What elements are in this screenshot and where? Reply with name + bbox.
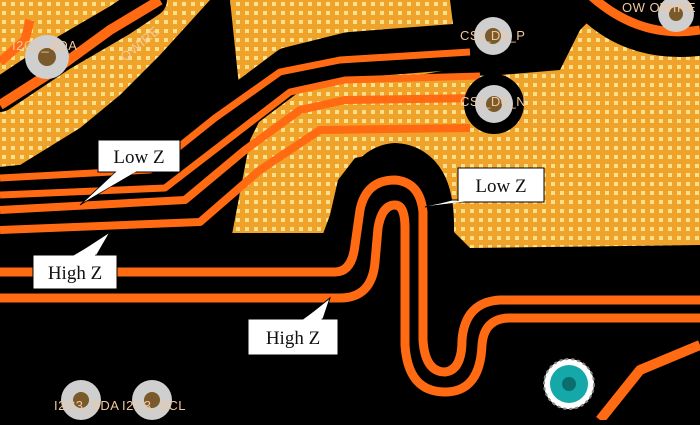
callout-low-z-left-label: Low Z [113,147,164,168]
callout-low-z-right-label: Low Z [475,176,526,197]
trace-i2c1 [0,18,35,66]
trace-channel-right-arc [570,0,700,57]
pad-i2c3-sda [61,380,101,420]
pad-i2c1-sda [25,35,69,79]
trace-right-arc [588,0,700,37]
silk-csi-d0-p: CSI_D0_P [460,28,525,43]
trace-serpentine-outer [0,175,700,377]
callout-low-z-right: Low Z [424,167,545,208]
callout-high-z-bottom-label: High Z [266,328,320,349]
trace-owire [0,0,163,110]
callout-high-z-left: High Z [32,231,118,290]
trace-csi-d0-p [0,94,481,214]
pad-csi-d0-p [468,11,518,61]
silk-ow-owire: OW OWIRE [622,0,696,15]
trace-upper-pair-b [0,72,481,199]
silk-i2c3-scl: I2C3_SCL [122,398,186,413]
callout-high-z-left-label: High Z [48,263,102,284]
silk-i2c3-sda: I2C3_SDA [54,398,119,413]
silk-csi-d0-n: CSI_D0_N [460,94,526,109]
trace-channel-upper [0,22,503,213]
pad-ow-owire [658,0,694,32]
callout-low-z-left: Low Z [79,139,181,206]
silk-i2c1-sda: I2C1_SDA [12,38,77,53]
copper-pour-right [230,0,700,248]
trace-bottom-right [596,340,700,424]
trace-serpentine-inner [0,200,700,397]
pad-csi-d0-n [464,74,524,134]
via-bottom-right [543,358,595,410]
trace-csi-d0-n [0,124,471,234]
callout-high-z-bottom: High Z [247,296,339,356]
pad-i2c3-scl [132,380,172,420]
